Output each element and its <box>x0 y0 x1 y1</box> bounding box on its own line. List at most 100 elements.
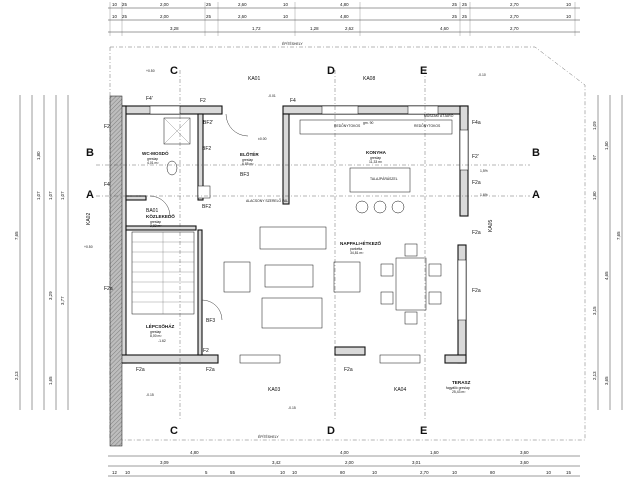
right-dim-1: 97 <box>592 155 597 160</box>
level-3: +0.50 <box>146 69 155 73</box>
kitchen-island <box>349 167 411 193</box>
section-a-right: A <box>532 189 540 201</box>
top-dim-3-3: 2,62 <box>345 26 354 31</box>
left-dim-4: 3,29 <box>48 291 53 300</box>
top-dim-2-7: 25 <box>452 14 457 19</box>
bottom-dim-1-1: 4,00 <box>340 450 349 455</box>
bottom-dimension-chains: 4,80 4,00 1,60 3,60 3,09 3,42 2,00 3,01 … <box>108 450 580 477</box>
room-kitchen-sub2: 11,33 m² <box>369 160 383 164</box>
level-4: -1.62 <box>158 339 166 343</box>
section-e-bottom: E <box>420 425 427 437</box>
left-dim-7: 2,13 <box>14 371 19 380</box>
top-dim-3-0: 3,28 <box>170 26 179 31</box>
wall-wc-south <box>125 195 147 201</box>
top-dim-1-6: 4,80 <box>340 2 349 7</box>
top-dim-2-0: 10 <box>112 14 117 19</box>
bottom-dim-1-0: 4,80 <box>190 450 199 455</box>
section-d-top: D <box>327 65 335 77</box>
sofa-bottom <box>261 297 323 329</box>
right-dim-2: 1,50 <box>604 141 609 150</box>
bottom-dim-2-3: 3,01 <box>412 460 421 465</box>
bottom-dim-3-11: 10 <box>546 470 551 475</box>
top-dim-2-1: 25 <box>122 14 127 19</box>
room-corridor-sub1: greslap <box>150 220 161 224</box>
room-terrace-name: TERASZ <box>452 380 471 385</box>
wall-stair-north <box>125 225 197 231</box>
wall-south-mid <box>334 346 366 356</box>
top-dim-2-6: 4,80 <box>340 14 349 19</box>
room-labels: WC-MOSDÓ greslap 4,01 m² ELŐTÉR greslap … <box>142 149 471 394</box>
note-2: TALAJPÁRÁSZEL <box>370 177 398 181</box>
window-tag-ka04: KA04 <box>394 387 406 393</box>
coffee-table <box>264 264 314 288</box>
top-dim-1-7: 25 <box>452 2 457 7</box>
boundary-label-top: ÉPÍTÉSHELY <box>282 41 303 46</box>
top-dim-3-1: 1,72 <box>252 26 261 31</box>
bottom-dim-2-1: 3,42 <box>272 460 281 465</box>
bottom-dim-3-10: 80 <box>490 470 495 475</box>
wall-tag-f4p: F4' <box>146 96 153 102</box>
note-1: REDŐNYTOKOS <box>414 123 441 128</box>
stool-3 <box>391 200 405 214</box>
wall-tag-f4-top: F4 <box>290 98 296 104</box>
room-wc-name: WC-MOSDÓ <box>142 149 169 156</box>
stool-1 <box>355 200 369 214</box>
right-dim-5: 4,65 <box>604 271 609 280</box>
window-tag-ka05: KA05 <box>488 220 494 232</box>
bottom-dim-3-1: 10 <box>125 470 130 475</box>
wall-tag-f2a-4: F2a <box>104 286 113 292</box>
levels-notes: ±0.00 -0.01 -0.10 +0.50 -1.62 -0.15 +0.5… <box>84 69 488 410</box>
right-dim-7: 2,13 <box>592 371 597 380</box>
top-dim-3-2: 1,28 <box>310 26 319 31</box>
top-dimension-chains: 10 25 2,00 25 2,60 10 4,80 25 25 2,70 10… <box>108 2 580 36</box>
wall-south <box>117 354 219 364</box>
note-4: 1,6% <box>480 193 488 197</box>
toilet <box>166 160 178 176</box>
wall-tag-f2a-6: F2a <box>206 367 215 373</box>
window-tag-ka03: KA03 <box>268 387 280 393</box>
bottom-dim-1-2: 1,60 <box>430 450 439 455</box>
stool-2 <box>373 200 387 214</box>
door-tag-bf3-2: BF3 <box>206 318 215 324</box>
right-dim-6: 7,65 <box>616 231 621 240</box>
top-dim-2-3: 25 <box>206 14 211 19</box>
section-c-bottom: C <box>170 425 178 437</box>
right-dim-0: 1,09 <box>592 121 597 130</box>
dining-table <box>395 257 427 311</box>
top-dim-2-4: 2,60 <box>238 14 247 19</box>
door-swing-living <box>201 299 223 321</box>
level-2: -0.10 <box>478 73 486 77</box>
wall-stair-east <box>197 229 203 356</box>
top-dim-2-5: 10 <box>283 14 288 19</box>
bottom-dim-2-2: 2,00 <box>345 460 354 465</box>
washbasin <box>197 185 211 199</box>
room-terrace-sub1: fagyálló greslap <box>446 386 470 390</box>
window-tag-ka08: KA08 <box>363 76 375 82</box>
door-tag-bf2p: BF2' <box>203 120 213 126</box>
bottom-dim-3-8: 2,70 <box>420 470 429 475</box>
left-dim-5: 3,77 <box>60 296 65 305</box>
window-openings <box>149 105 469 364</box>
top-dim-1-5: 10 <box>283 2 288 7</box>
top-dim-1-10: 10 <box>566 2 571 7</box>
level-7: -0.15 <box>288 406 296 410</box>
room-corridor-sub2: 2,82 m² <box>150 224 162 228</box>
left-dim-0: 1,80 <box>36 151 41 160</box>
bottom-dim-3-12: 15 <box>566 470 571 475</box>
top-dim-1-8: 25 <box>462 2 467 7</box>
note-5: 1,5% <box>480 169 488 173</box>
section-a-left: A <box>86 189 94 201</box>
level-5: -0.15 <box>146 393 154 397</box>
section-e-top: E <box>420 65 427 77</box>
sofa-top <box>259 226 327 250</box>
wall-tag-f2a-7: F2a <box>344 367 353 373</box>
room-living-sub2: 34,81 m² <box>350 251 364 255</box>
kitchen-counter <box>299 119 453 135</box>
section-b-right: B <box>532 147 540 159</box>
left-dim-6: 7,65 <box>14 231 19 240</box>
room-corridor-name: KÖZLEKEDŐ <box>146 213 175 219</box>
armchair-left <box>223 261 251 293</box>
section-b-left: B <box>86 147 94 159</box>
wall-hall-east <box>282 113 290 205</box>
bottom-dim-3-5: 10 <box>292 470 297 475</box>
